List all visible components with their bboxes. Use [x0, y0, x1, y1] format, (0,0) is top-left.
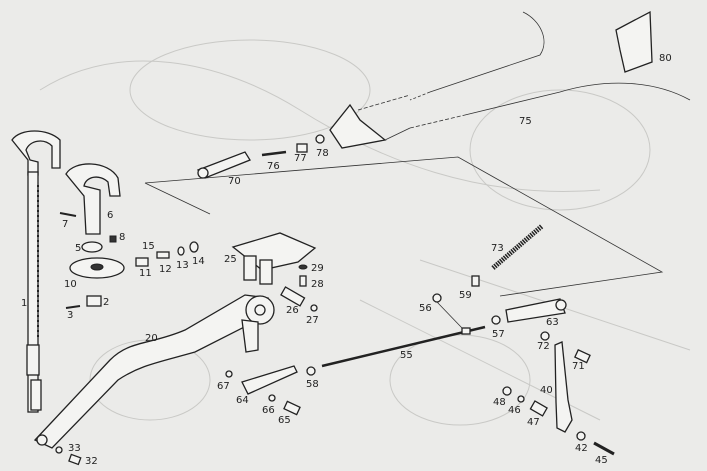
label-26: 26: [286, 305, 299, 316]
part-75-cables: [329, 11, 691, 149]
label-5: 5: [75, 243, 81, 254]
label-73: 73: [491, 243, 504, 254]
part-63-link: [505, 298, 567, 323]
part-40-lever: [554, 341, 573, 433]
label-65: 65: [278, 415, 291, 426]
label-77: 77: [294, 153, 307, 164]
small-parts-right: [502, 331, 615, 456]
label-71: 71: [572, 361, 585, 372]
part-73-spring: [491, 224, 544, 270]
label-70: 70: [228, 176, 241, 187]
part-20-pedal-arm: [33, 294, 275, 449]
label-57: 57: [492, 329, 505, 340]
label-7: 7: [62, 219, 68, 230]
label-29: 29: [311, 263, 324, 274]
label-67: 67: [217, 381, 230, 392]
label-72: 72: [537, 341, 550, 352]
part-80-plate: [615, 10, 653, 73]
label-59: 59: [459, 290, 472, 301]
small-parts-left: [55, 212, 199, 466]
part-70-link: [196, 151, 251, 179]
label-28: 28: [311, 279, 324, 290]
label-66: 66: [262, 405, 275, 416]
label-63: 63: [546, 317, 559, 328]
label-6: 6: [107, 210, 113, 221]
label-40: 40: [540, 385, 553, 396]
label-27: 27: [306, 315, 319, 326]
label-10: 10: [64, 279, 77, 290]
part-labels: 1 2 3 5 6 7 8 10 11 12 13 14 15 20 25 26…: [21, 53, 672, 467]
small-parts-top: [261, 134, 325, 157]
part-1-lever: [11, 130, 61, 413]
small-parts-center: [225, 264, 318, 416]
label-8: 8: [119, 232, 125, 243]
label-45: 45: [595, 455, 608, 466]
part-59-clip: [471, 275, 480, 287]
label-13: 13: [176, 260, 189, 271]
label-42: 42: [575, 443, 588, 454]
label-80: 80: [659, 53, 672, 64]
background-ghost-drawing: [39, 39, 691, 426]
label-78: 78: [316, 148, 329, 159]
part-55-rod: [321, 293, 501, 368]
label-76: 76: [267, 161, 280, 172]
part-6-hook: [65, 163, 121, 235]
label-20: 20: [145, 333, 158, 344]
label-15: 15: [142, 241, 155, 252]
label-12: 12: [159, 264, 172, 275]
label-14: 14: [192, 256, 205, 267]
label-11: 11: [139, 268, 152, 279]
label-32: 32: [85, 456, 98, 467]
label-25: 25: [224, 254, 237, 265]
part-64-link: [241, 365, 298, 395]
label-2: 2: [103, 297, 109, 308]
label-56: 56: [419, 303, 432, 314]
part-25-bracket: [231, 232, 317, 285]
label-47: 47: [527, 417, 540, 428]
label-64: 64: [236, 395, 249, 406]
label-58: 58: [306, 379, 319, 390]
label-46: 46: [508, 405, 521, 416]
label-1: 1: [21, 298, 27, 309]
assembly-plane-outline: [144, 156, 664, 297]
label-48: 48: [493, 397, 506, 408]
label-33: 33: [68, 443, 81, 454]
label-55: 55: [400, 350, 413, 361]
label-3: 3: [67, 310, 73, 321]
label-75: 75: [519, 116, 532, 127]
